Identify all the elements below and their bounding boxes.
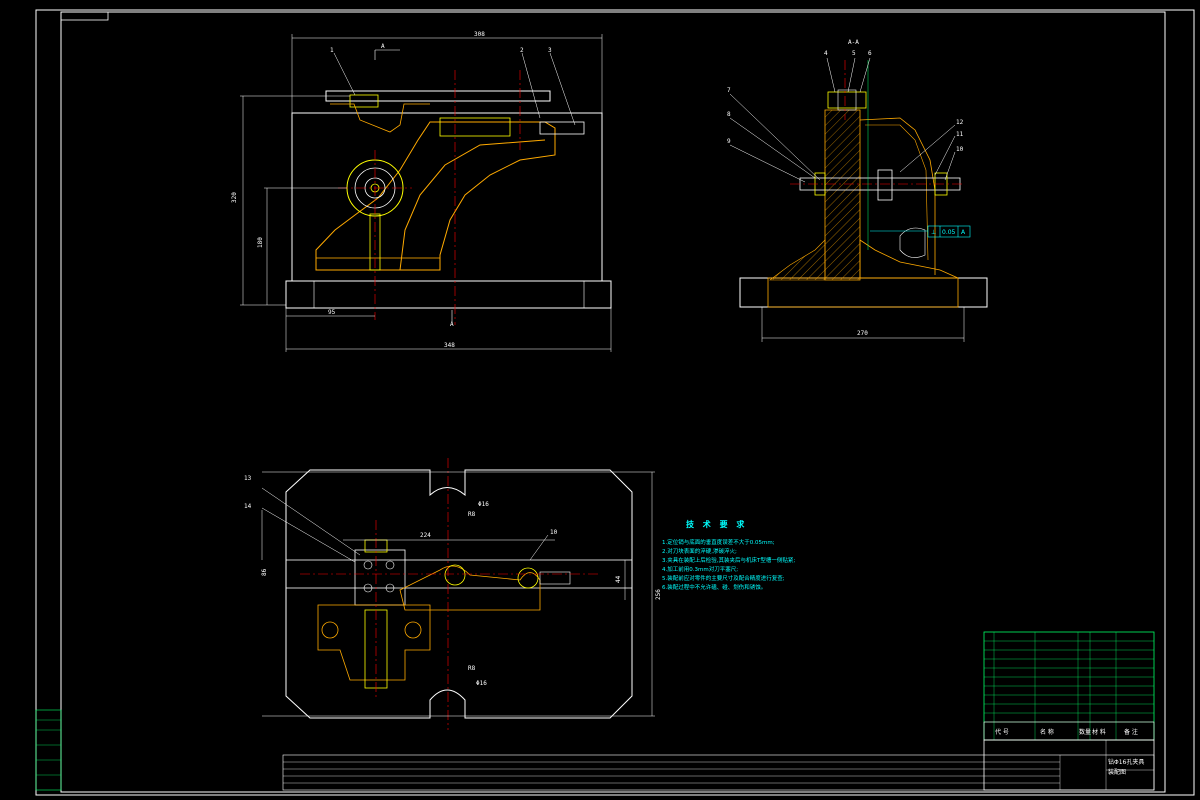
parts-header-material: 材 料	[1092, 728, 1106, 736]
parts-header-qty: 数量	[1079, 728, 1091, 736]
balloon-2: 2	[520, 47, 524, 54]
balloon-9: 9	[727, 138, 731, 145]
balloon-12: 12	[956, 119, 964, 126]
tech-req-item: 6.装配过程中不允许磕、碰、划伤和锈蚀。	[662, 583, 766, 591]
balloon-8: 8	[727, 111, 731, 118]
dim-height-mid: 180	[257, 237, 264, 248]
drawing-subtitle: 装配图	[1108, 768, 1126, 776]
dim-top-radius-bottom: R8	[468, 665, 476, 672]
tech-req-item: 4.加工前用0.3mm对刀平塞尺;	[662, 565, 738, 573]
top-view: 224 44 256 86 R8 R8 Φ16 Φ16 13 14 10	[244, 458, 662, 730]
tech-req-item: 1.定位销与底面的垂直度误差不大于0.05mm;	[662, 538, 775, 546]
outer-frame	[35, 9, 1195, 796]
parts-header-code: 代 号	[995, 728, 1009, 736]
front-view: 308 348 320 180 95 A A 1 2 3	[231, 31, 612, 352]
tolerance-datum: A	[961, 229, 966, 236]
tolerance-value: 0.05	[942, 229, 956, 236]
dim-top-side-left: 86	[261, 568, 268, 576]
balloon-3: 3	[548, 47, 552, 54]
section-mark-bottom: A	[450, 321, 454, 328]
dim-top-radius-top: R8	[468, 511, 476, 518]
technical-requirements: 技 术 要 求 1.定位销与底面的垂直度误差不大于0.05mm; 2.对刀块表面…	[662, 519, 795, 591]
dim-overall-top: 308	[474, 31, 485, 38]
dim-top-dia-top: Φ16	[478, 501, 489, 508]
balloon-6: 6	[868, 50, 872, 57]
inner-frame	[60, 11, 1166, 793]
left-stamp	[35, 709, 62, 791]
corner-code-box	[60, 11, 109, 21]
tech-req-item: 5.装配前应对零件的主要尺寸及配合精度进行复查;	[662, 574, 785, 582]
balloon-13: 13	[244, 475, 252, 482]
title-block: 代 号 名 称 数量 材 料 备 注 钻Φ16孔夹具 装配图	[282, 631, 1155, 791]
dim-top-dia-bottom: Φ16	[476, 680, 487, 687]
tech-req-item: 3.夹具在装配上后检验,其装夹后与机床T型槽一侧贴紧;	[662, 556, 795, 564]
dim-overall-bottom: 348	[444, 342, 455, 349]
balloon-4: 4	[824, 50, 828, 57]
dim-base-offset: 95	[328, 309, 336, 316]
balloon-10: 10	[956, 146, 964, 153]
section-title-aa: A-A	[848, 39, 859, 46]
section-mark-top: A	[381, 43, 385, 50]
balloon-14: 14	[244, 503, 252, 510]
tech-req-item: 2.对刀块表面的淬硬,渗碳淬火;	[662, 547, 737, 555]
balloon-10-top: 10	[550, 529, 558, 536]
side-view: ⊥ 0.05 A 270 A-A 4 5 6 7 8 9 12 11 10	[727, 39, 988, 342]
dim-top-height-far: 256	[655, 589, 662, 600]
dim-side-width: 270	[857, 330, 868, 337]
tolerance-symbol: ⊥	[931, 229, 936, 236]
balloon-5: 5	[852, 50, 856, 57]
tech-req-title: 技 术 要 求	[686, 519, 747, 529]
dim-top-inner-width: 224	[420, 532, 431, 539]
balloon-11: 11	[956, 131, 964, 138]
parts-header-remark: 备 注	[1124, 728, 1138, 736]
balloon-7: 7	[727, 87, 731, 94]
dim-height-total: 320	[231, 192, 238, 203]
balloon-1: 1	[330, 47, 334, 54]
parts-header-name: 名 称	[1040, 728, 1054, 736]
dim-top-height-right: 44	[615, 575, 622, 583]
drawing-title: 钻Φ16孔夹具	[1108, 758, 1144, 766]
